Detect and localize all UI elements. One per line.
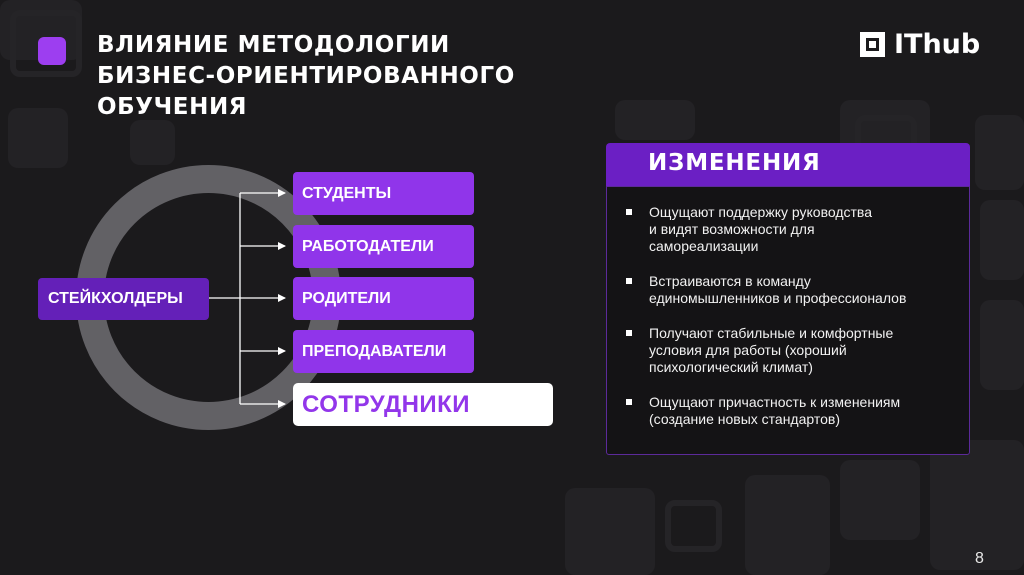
target-employers: РАБОТОДАТЕЛИ xyxy=(293,225,474,268)
bullet-icon xyxy=(626,209,632,215)
background-tile xyxy=(8,108,68,168)
bullet-icon xyxy=(626,399,632,405)
changes-header: ИЗМЕНЕНИЯ xyxy=(606,143,970,188)
list-item-line: Получают стабильные и комфортные xyxy=(649,325,894,341)
list-item: Получают стабильные и комфортные условия… xyxy=(624,325,954,376)
title-line: ОБУЧЕНИЯ xyxy=(97,94,248,120)
list-item-line: Встраиваются в команду xyxy=(649,273,811,289)
background-tile xyxy=(975,115,1024,190)
background-tile xyxy=(980,200,1024,280)
background-tile xyxy=(930,440,1024,570)
list-item-line: условия для работы (хороший xyxy=(649,342,847,358)
target-teachers: ПРЕПОДАВАТЕЛИ xyxy=(293,330,474,373)
list-item-line: Ощущают причастность к изменениям xyxy=(649,394,901,410)
target-parents: РОДИТЕЛИ xyxy=(293,277,474,320)
title-line: ВЛИЯНИЕ МЕТОДОЛОГИИ xyxy=(97,32,450,58)
background-tile xyxy=(745,475,830,575)
ithub-logo: IThub xyxy=(860,27,980,61)
list-item-line: (создание новых стандартов) xyxy=(649,411,840,427)
list-item-line: психологический климат) xyxy=(649,359,813,375)
background-tile xyxy=(840,460,920,540)
list-item-line: самореализации xyxy=(649,238,759,254)
background-tile xyxy=(565,488,655,575)
list-item-line: и видят возможности для xyxy=(649,221,815,237)
list-item-line: единомышленников и профессионалов xyxy=(649,290,907,306)
background-tile xyxy=(130,120,175,165)
background-tile xyxy=(10,10,82,77)
changes-list: Ощущают поддержку руководства и видят во… xyxy=(624,204,954,446)
list-item: Ощущают причастность к изменениям (созда… xyxy=(624,394,954,428)
target-staff-highlighted: СОТРУДНИКИ xyxy=(293,383,553,426)
stakeholders-box: СТЕЙКХОЛДЕРЫ xyxy=(38,278,209,320)
background-tile xyxy=(980,300,1024,390)
target-students: СТУДЕНТЫ xyxy=(293,172,474,215)
page-number: 8 xyxy=(975,550,984,567)
changes-heading: ИЗМЕНЕНИЯ xyxy=(648,150,821,176)
background-tile xyxy=(615,100,695,140)
title-badge xyxy=(38,37,66,65)
logo-mark-icon xyxy=(860,31,885,57)
bullet-icon xyxy=(626,330,632,336)
background-tile xyxy=(665,500,722,552)
title-line: БИЗНЕС-ОРИЕНТИРОВАННОГО xyxy=(97,63,515,89)
bullet-icon xyxy=(626,278,632,284)
list-item-line: Ощущают поддержку руководства xyxy=(649,204,872,220)
changes-panel: Ощущают поддержку руководства и видят во… xyxy=(606,186,970,455)
logo-text: IThub xyxy=(894,28,981,60)
list-item: Ощущают поддержку руководства и видят во… xyxy=(624,204,954,255)
slide-title: ВЛИЯНИЕ МЕТОДОЛОГИИ БИЗНЕС-ОРИЕНТИРОВАНН… xyxy=(97,30,515,123)
list-item: Встраиваются в команду единомышленников … xyxy=(624,273,954,307)
